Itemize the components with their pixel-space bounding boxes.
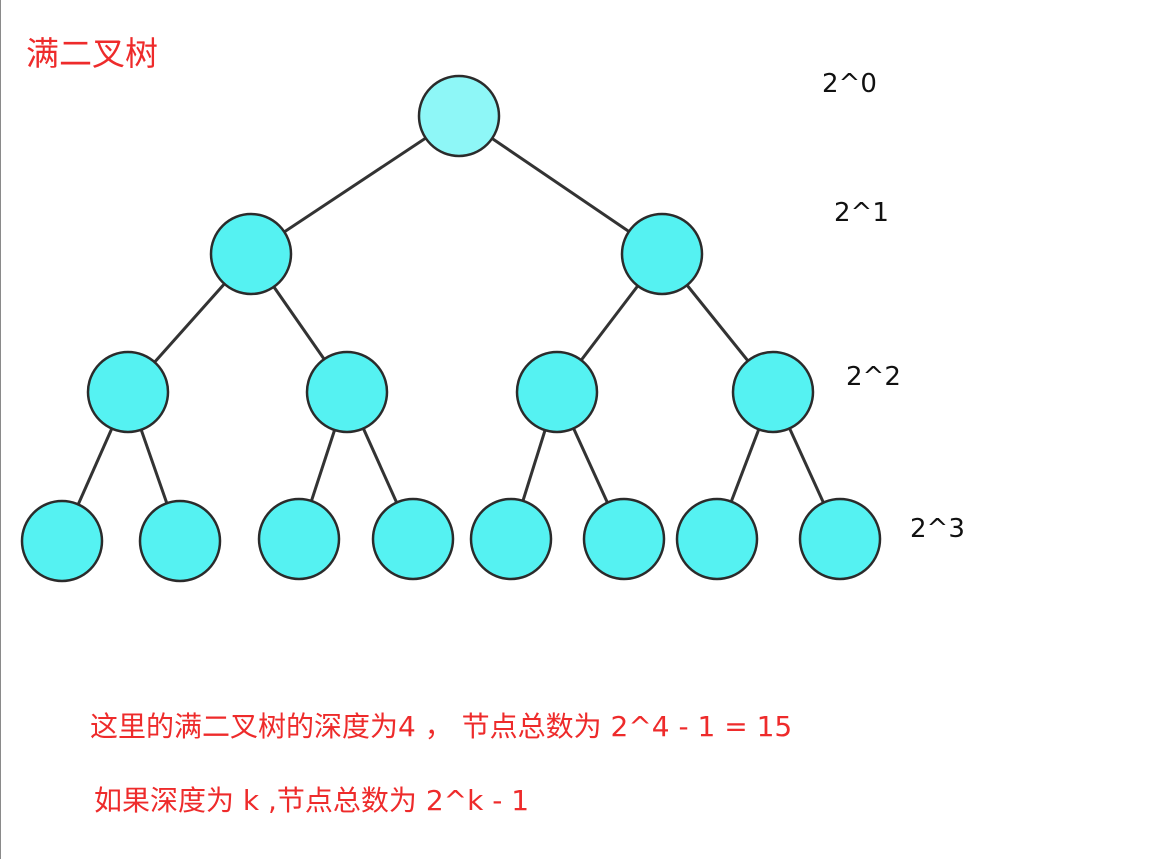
level-label-3: 2^3 xyxy=(910,514,965,544)
tree-node-l3-0 xyxy=(20,499,104,583)
left-border xyxy=(0,0,1,859)
tree-node-l3-6 xyxy=(675,497,759,581)
tree-node-l3-2 xyxy=(257,497,341,581)
level-label-1: 2^1 xyxy=(834,198,889,228)
diagram-title: 满二叉树 xyxy=(26,34,158,73)
note-depth-4: 这里的满二叉树的深度为4 ， 节点总数为 2^4 - 1 = 15 xyxy=(90,710,793,743)
tree-node-l3-5 xyxy=(582,497,666,581)
tree-node-l3-7 xyxy=(798,497,882,581)
tree-edge-l0-0-0 xyxy=(250,114,460,256)
tree-nodes xyxy=(20,74,882,583)
tree-node-l3-3 xyxy=(371,497,455,581)
tree-node-l2-0 xyxy=(86,350,170,434)
note-depth-k: 如果深度为 k ,节点总数为 2^k - 1 xyxy=(94,784,530,817)
tree-edges xyxy=(60,114,842,542)
level-label-0: 2^0 xyxy=(822,69,877,99)
tree-node-l2-3 xyxy=(731,350,815,434)
tree-node-l2-1 xyxy=(305,350,389,434)
tree-node-l0-0 xyxy=(417,74,501,158)
tree-node-l3-1 xyxy=(138,499,222,583)
tree-node-l2-2 xyxy=(515,350,599,434)
tree-node-l1-1 xyxy=(620,212,704,296)
tree-node-l3-4 xyxy=(469,497,553,581)
level-label-2: 2^2 xyxy=(846,362,901,392)
tree-node-l1-0 xyxy=(209,212,293,296)
